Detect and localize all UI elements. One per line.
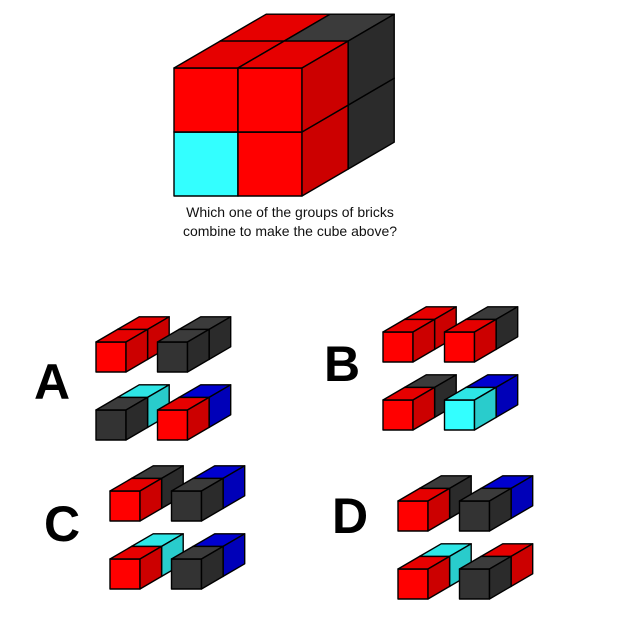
cube-side-face (427, 555, 451, 600)
opt-a-art-row0-cube-2 (95, 328, 149, 373)
option-d-label[interactable]: D (331, 488, 369, 544)
cube-front-face (458, 500, 491, 532)
option-b-label[interactable]: B (323, 336, 361, 392)
cube-front-face (170, 490, 203, 522)
target-cube-7 (237, 40, 349, 133)
cube-front-face (95, 409, 127, 441)
cube-side-face (200, 545, 224, 590)
opt-d-art-row0-cube-2 (397, 487, 451, 532)
cube-side-face (125, 396, 149, 441)
cube-side-face (488, 555, 512, 600)
cube-side-face (139, 545, 163, 590)
opt-c-art-row0-cube-3 (170, 477, 224, 522)
opt-a-art-row0-cube-3 (156, 328, 210, 373)
cube-front-face (443, 399, 476, 431)
opt-d-art-row1-cube-3 (458, 555, 512, 600)
opt-b-art-row1-cube-3 (443, 386, 497, 431)
cube-front-face (237, 67, 303, 133)
cube-side-face (125, 328, 149, 373)
cube-front-face (237, 131, 303, 197)
cube-front-face (443, 331, 476, 363)
cube-side-face (412, 318, 436, 363)
cube-side-face (427, 487, 451, 532)
cube-front-face (397, 568, 429, 600)
cube-front-face (156, 409, 189, 441)
question-line-1: Which one of the groups of bricks (186, 204, 394, 220)
opt-b-art-row0-cube-3 (443, 318, 497, 363)
option-d-bricks[interactable] (397, 475, 534, 600)
option-c-bricks[interactable] (109, 465, 246, 590)
cube-side-face (488, 487, 512, 532)
opt-d-art-row0-cube-3 (458, 487, 512, 532)
opt-b-art-row0-cube-2 (382, 318, 436, 363)
cube-front-face (156, 341, 189, 373)
option-b-bricks[interactable] (382, 306, 519, 431)
cube-front-face (109, 490, 141, 522)
cube-front-face (397, 500, 429, 532)
opt-c-art-row1-cube-2 (109, 545, 163, 590)
cube-front-face (173, 67, 239, 133)
option-a-label[interactable]: A (33, 354, 71, 410)
cube-front-face (458, 568, 491, 600)
cube-side-face (301, 40, 349, 133)
cube-front-face (95, 341, 127, 373)
opt-a-art-row1-cube-3 (156, 396, 210, 441)
cube-side-face (186, 328, 210, 373)
opt-c-art-row0-cube-2 (109, 477, 163, 522)
opt-a-art-row1-cube-2 (95, 396, 149, 441)
opt-c-art-row1-cube-3 (170, 545, 224, 590)
cube-side-face (139, 477, 163, 522)
cube-front-face (170, 558, 203, 590)
cube-side-face (412, 386, 436, 431)
cube-front-face (382, 399, 414, 431)
cube-side-face (186, 396, 210, 441)
opt-b-art-row1-cube-2 (382, 386, 436, 431)
cube-front-face (382, 331, 414, 363)
cube-front-face (109, 558, 141, 590)
target-cube (173, 13, 395, 197)
option-c-label[interactable]: C (43, 496, 81, 552)
opt-d-art-row1-cube-2 (397, 555, 451, 600)
cube-front-face (173, 131, 239, 197)
question-text: Which one of the groups of bricks combin… (140, 203, 440, 241)
cube-side-face (473, 386, 497, 431)
cube-side-face (473, 318, 497, 363)
cube-side-face (200, 477, 224, 522)
question-line-2: combine to make the cube above? (182, 223, 398, 239)
option-a-bricks[interactable] (95, 316, 232, 441)
